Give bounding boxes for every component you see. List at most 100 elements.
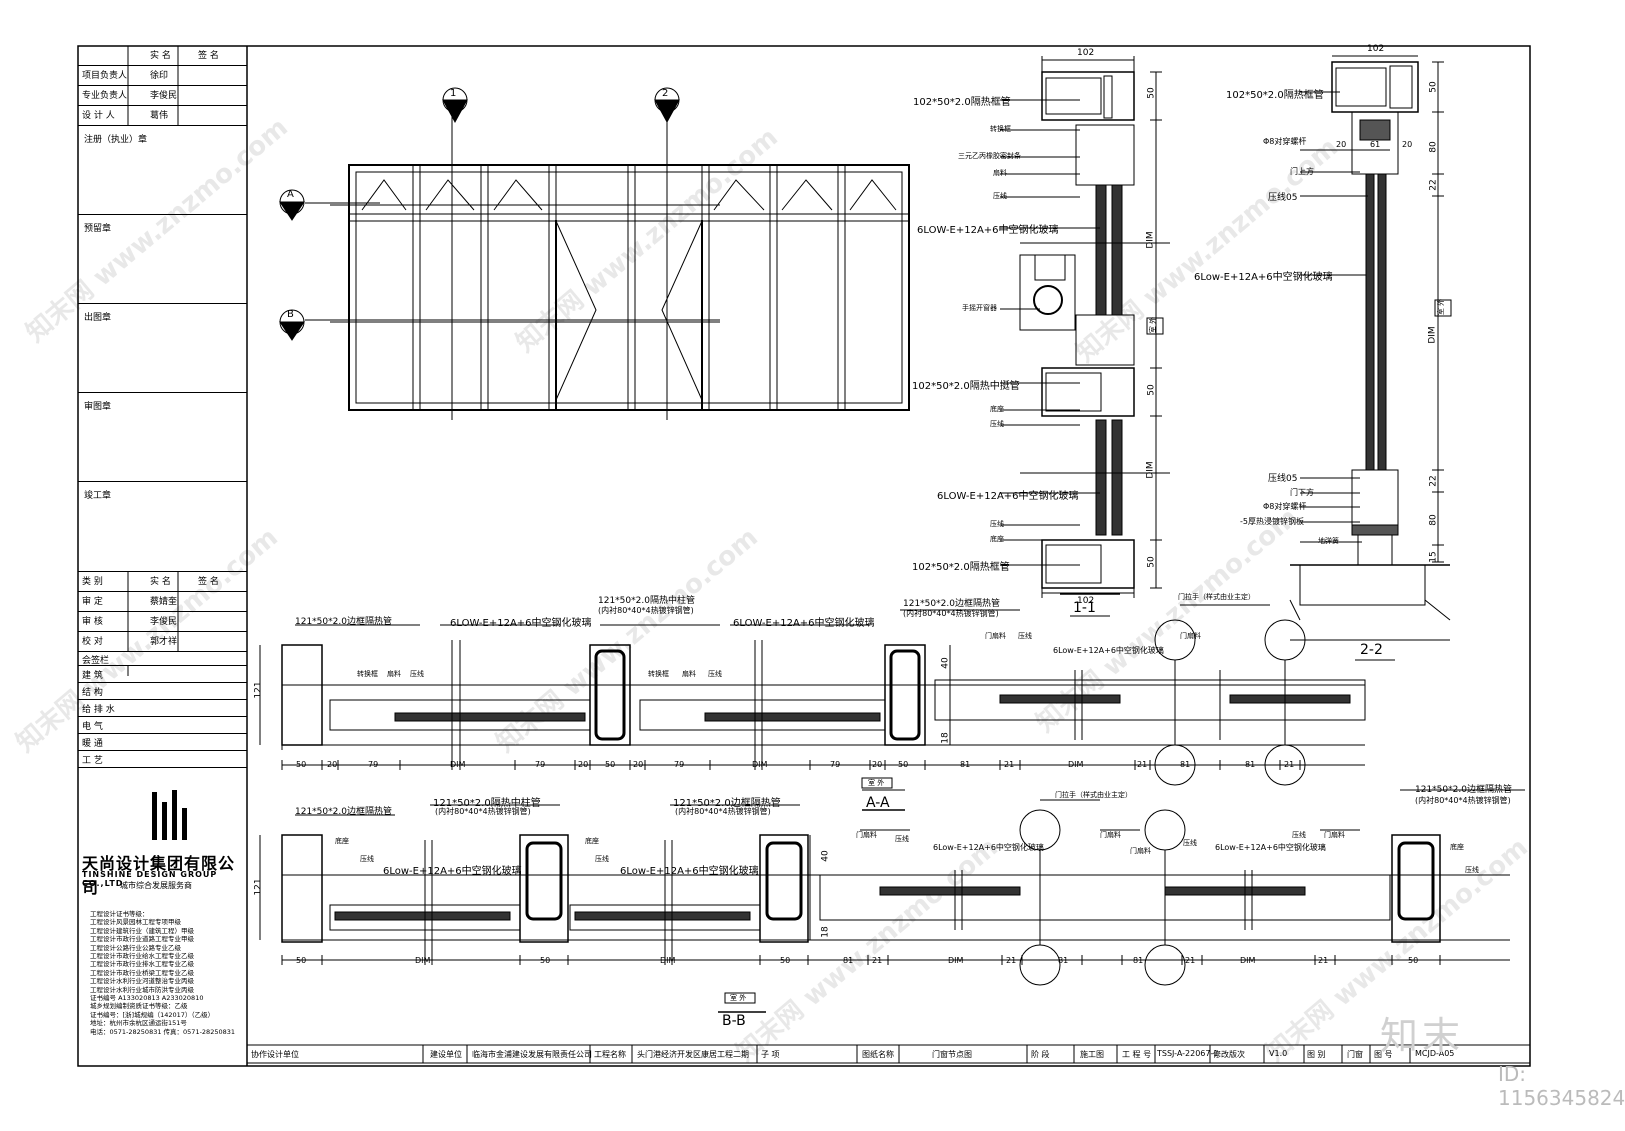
countersign-row: 建 筑 xyxy=(78,666,247,683)
callout: 6Low-E+12A+6中空钢化玻璃 xyxy=(1194,272,1333,283)
callout: 压线05 xyxy=(1268,474,1298,484)
dim-label: 121 xyxy=(253,681,264,699)
side-grid-lines xyxy=(127,46,179,676)
section-a-a-drawing xyxy=(259,604,1366,786)
callout: 102*50*2.0隔热框管 xyxy=(1226,90,1324,101)
callout: 手摇开窗器 xyxy=(962,304,997,312)
client-name: 临海市金浦建设发展有限责任公司 xyxy=(472,1050,592,1059)
dim-label: 80 xyxy=(1428,141,1439,153)
drawing-number: MCJD-A05 xyxy=(1415,1049,1455,1058)
callout: 6Low-E+12A+6中空钢化玻璃 xyxy=(383,866,522,877)
dim-label: 79 xyxy=(674,760,685,769)
section-title: A-A xyxy=(866,795,890,811)
callout: 底座 xyxy=(335,837,349,845)
dim-label: DIM xyxy=(1427,326,1438,344)
section-a-a-title xyxy=(862,789,905,811)
dim-label: 102 xyxy=(1077,48,1095,58)
callout: 压线 xyxy=(1292,831,1306,839)
callout: 6LOW-E+12A+6中空钢化玻璃 xyxy=(450,618,592,629)
callout: 压线 xyxy=(595,855,609,863)
exterior-indicators xyxy=(724,299,1452,1004)
callout: 门扇料 xyxy=(985,632,1006,640)
section-1-1-drawing xyxy=(1000,56,1170,617)
dim-label: 20 xyxy=(578,760,589,769)
dim-label: 20 xyxy=(872,760,883,769)
certificate-list: 工程设计证书等级： 工程设计风景园林工程专项甲级 工程设计建筑行业（建筑工程）甲… xyxy=(90,910,236,1036)
stamp-block: 预留章 xyxy=(78,215,247,304)
countersign-row: 电 气 xyxy=(78,717,247,734)
dim-label: 121 xyxy=(253,878,264,896)
callout: Φ8对穿螺杆 xyxy=(1263,502,1307,511)
callout: 扇料 xyxy=(993,169,1007,177)
dim-label: 18 xyxy=(820,926,831,938)
dim-label: 40 xyxy=(940,657,951,669)
side-row: 审 定 蔡婧奎 xyxy=(78,592,247,612)
dim-label: 80 xyxy=(1428,514,1439,526)
callout: 扇料 xyxy=(387,670,401,678)
title-bar: 协作设计单位 建设单位 临海市金浦建设发展有限责任公司 工程名称 头门港经济开发… xyxy=(247,1045,1529,1063)
countersign-row: 暖 通 xyxy=(78,734,247,751)
dim-label: 81 xyxy=(843,956,854,965)
callout: 121*50*2.0隔热中柱管 xyxy=(433,798,541,809)
section-marker-a xyxy=(279,189,305,221)
axis-label: A xyxy=(287,189,294,200)
brand-watermark: 知末 xyxy=(1380,1014,1465,1058)
dim-label: 20 xyxy=(1336,140,1347,149)
dim-label: DIM xyxy=(1145,231,1156,249)
stamp-block: 注册（执业）章 xyxy=(78,126,247,215)
dim-label: 81 xyxy=(1133,956,1144,965)
callout: 扇料 xyxy=(682,670,696,678)
company-slogan: 城市综合发展服务商 xyxy=(120,881,192,890)
callout: 压线05 xyxy=(1268,193,1298,203)
project-name: 头门港经济开发区康居工程二期 xyxy=(637,1050,749,1059)
callout: 121*50*2.0边框隔热管 xyxy=(295,617,392,627)
side-row: 设 计 人 葛伟 xyxy=(78,106,247,126)
callout: 压线 xyxy=(1183,839,1197,847)
callout: 转换框 xyxy=(357,670,378,678)
axis-label: B xyxy=(287,309,294,320)
callout: 121*50*2.0隔热中柱管 xyxy=(598,596,695,606)
callout: -5厚热浸镀锌钢板 xyxy=(1240,517,1304,526)
dim-label: 20 xyxy=(1402,140,1413,149)
dim-label: 79 xyxy=(830,760,841,769)
callout: (内衬80*40*4热镀锌钢管) xyxy=(598,606,694,615)
dim-label: 50 xyxy=(1146,556,1157,568)
stamp-block: 审图章 xyxy=(78,393,247,482)
section-title: B-B xyxy=(722,1013,746,1029)
dim-label: 20 xyxy=(327,760,338,769)
dim-label: 20 xyxy=(633,760,644,769)
dim-label: 50 xyxy=(1408,956,1419,965)
dim-label: 50 xyxy=(296,956,307,965)
callout: 转换框 xyxy=(990,125,1011,133)
dim-label: 102 xyxy=(1077,596,1095,606)
dim-label: 40 xyxy=(820,850,831,862)
callout: 地弹簧 xyxy=(1318,537,1339,545)
section-marker-1 xyxy=(442,87,468,124)
dim-label: DIM xyxy=(948,956,964,965)
dim-label: 50 xyxy=(540,956,551,965)
dim-label: DIM xyxy=(450,760,466,769)
callout: (内衬80*40*4热镀锌钢管) xyxy=(1415,796,1511,805)
axis-label: 2 xyxy=(662,88,669,99)
dim-label: 79 xyxy=(368,760,379,769)
side-row: 校 对 郭才祥 xyxy=(78,632,247,652)
callout: 压线 xyxy=(993,192,1007,200)
callout: 门扇料 xyxy=(856,831,877,839)
callout: 6Low-E+12A+6中空钢化玻璃 xyxy=(620,866,759,877)
callout: 6LOW-E+12A+6中空钢化玻璃 xyxy=(937,491,1079,502)
dim-label: 21 xyxy=(872,956,883,965)
callout: 门扇料 xyxy=(1180,632,1201,640)
callout: 102*50*2.0隔热框管 xyxy=(912,562,1010,573)
dim-label: 22 xyxy=(1428,475,1439,487)
callout: 底座 xyxy=(1450,843,1464,851)
callout: 底座 xyxy=(990,535,1004,543)
side-title-block: 实 名 签 名 项目负责人 徐印 专业负责人 李俊民 设 计 人 葛伟 注册（执… xyxy=(78,46,247,1076)
dim-label: DIM xyxy=(1145,461,1156,479)
dim-label: 81 xyxy=(960,760,971,769)
section-marker-2 xyxy=(654,87,680,124)
callout: 压线 xyxy=(895,835,909,843)
dim-label: 21 xyxy=(1004,760,1015,769)
dim-label: 22 xyxy=(1428,179,1439,191)
dim-label: 81 xyxy=(1245,760,1256,769)
